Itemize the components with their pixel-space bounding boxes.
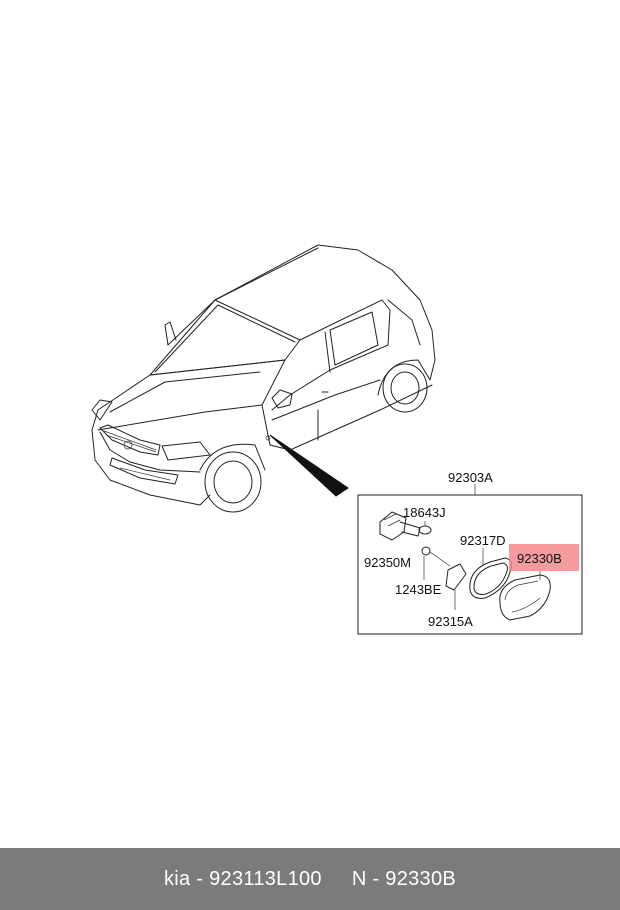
callout-wedge bbox=[269, 434, 349, 497]
screw-part bbox=[421, 546, 451, 580]
label-lens: 92330B bbox=[517, 551, 562, 566]
gasket-part bbox=[469, 548, 513, 599]
socket-part bbox=[379, 511, 421, 541]
highlight-box bbox=[509, 544, 579, 571]
label-gasket: 92317D bbox=[460, 533, 506, 548]
car-illustration bbox=[91, 244, 436, 513]
label-bulb: 18643J bbox=[403, 505, 446, 520]
housing-part bbox=[445, 563, 467, 610]
parts-box bbox=[357, 494, 583, 635]
footer-ref-number: N - 92330B bbox=[351, 867, 457, 890]
footer-part-number: kia - 923113L100 bbox=[163, 867, 322, 890]
bulb-part bbox=[418, 521, 432, 535]
label-screw: 1243BE bbox=[395, 582, 442, 597]
footer-bar: kia - 923113L100 N - 92330B bbox=[0, 848, 620, 910]
label-assembly: 92303A bbox=[448, 470, 493, 485]
parts-diagram: 92303A 18643J 92350M 1243BE 92317D 92330… bbox=[91, 244, 583, 635]
label-socket: 92350M bbox=[364, 555, 411, 570]
lens-part bbox=[499, 570, 551, 621]
label-housing: 92315A bbox=[428, 614, 473, 629]
